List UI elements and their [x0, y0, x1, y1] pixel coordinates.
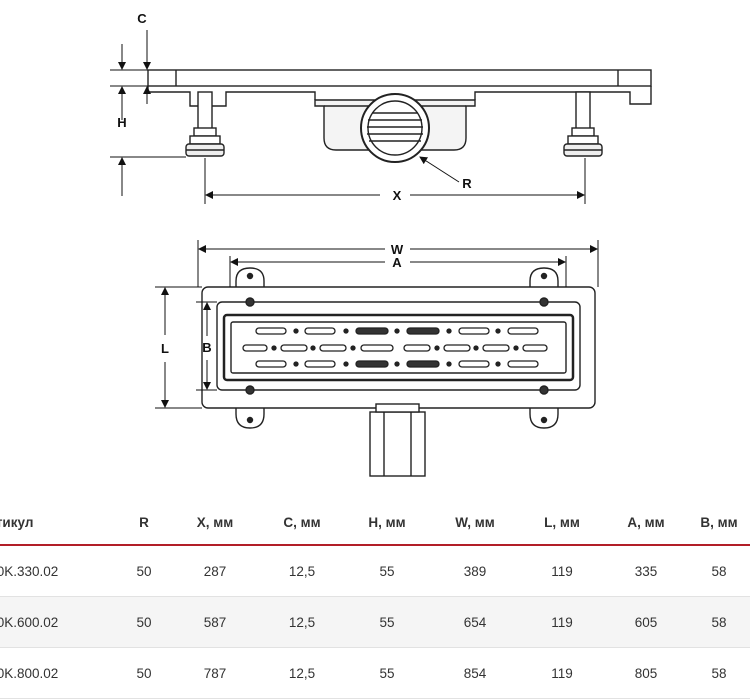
adjustable-leg-right [563, 91, 603, 157]
cell-h: 55 [344, 647, 430, 699]
cell-l: 119 [520, 596, 604, 648]
dim-label-r: R [462, 176, 472, 191]
col-header-x: X, мм [170, 500, 260, 546]
cell-c: 12,5 [260, 596, 344, 648]
table-row: ...50K.330.02 50 287 12,5 55 389 119 335… [0, 545, 750, 597]
col-header-r: R [118, 500, 170, 546]
cell-a: 605 [604, 596, 688, 648]
grate-slots [242, 327, 548, 368]
dim-label-a: A [392, 255, 402, 270]
cell-b: 58 [688, 647, 750, 699]
cell-r: 50 [118, 647, 170, 699]
spec-table: Артикул R X, мм C, мм H, мм W, мм L, мм … [0, 500, 750, 699]
col-header-h: H, мм [344, 500, 430, 546]
cell-h: 55 [344, 545, 430, 597]
cell-x: 787 [170, 647, 260, 699]
cell-w: 389 [430, 545, 520, 597]
col-header-b: B, мм [688, 500, 750, 546]
cell-x: 287 [170, 545, 260, 597]
dim-label-x: X [393, 188, 402, 203]
dim-label-l: L [161, 341, 169, 356]
table-row: ...50K.800.02 50 787 12,5 55 854 119 805… [0, 647, 750, 699]
cell-c: 12,5 [260, 545, 344, 597]
cell-a: 335 [604, 545, 688, 597]
dim-label-b: B [202, 340, 211, 355]
side-view [147, 69, 652, 163]
col-header-article: Артикул [0, 500, 118, 546]
cell-article: ...50K.600.02 [0, 596, 118, 648]
technical-drawing: C H X R [110, 11, 652, 477]
outlet-pipe [360, 93, 430, 163]
dim-label-w: W [391, 242, 404, 257]
cell-x: 587 [170, 596, 260, 648]
cover-plate [147, 69, 652, 87]
col-header-l: L, мм [520, 500, 604, 546]
cell-article: ...50K.330.02 [0, 545, 118, 597]
spec-table-header: Артикул R X, мм C, мм H, мм W, мм L, мм … [0, 500, 750, 546]
adjustable-leg-left [185, 91, 225, 157]
cell-r: 50 [118, 545, 170, 597]
cell-h: 55 [344, 596, 430, 648]
outlet-spigot [369, 411, 426, 477]
table-row: ...50K.600.02 50 587 12,5 55 654 119 605… [0, 596, 750, 648]
top-view-dimensions [155, 240, 599, 409]
col-header-a: A, мм [604, 500, 688, 546]
cell-article: ...50K.800.02 [0, 647, 118, 699]
col-header-w: W, мм [430, 500, 520, 546]
side-view-dimensions [110, 30, 586, 204]
dim-label-h: H [117, 115, 126, 130]
dim-label-c: C [137, 11, 147, 26]
cell-a: 805 [604, 647, 688, 699]
col-header-c: C, мм [260, 500, 344, 546]
cell-l: 119 [520, 647, 604, 699]
cell-w: 854 [430, 647, 520, 699]
cell-r: 50 [118, 596, 170, 648]
cell-b: 58 [688, 545, 750, 597]
cell-c: 12,5 [260, 647, 344, 699]
cell-w: 654 [430, 596, 520, 648]
cell-b: 58 [688, 596, 750, 648]
top-view [201, 267, 596, 477]
cell-l: 119 [520, 545, 604, 597]
